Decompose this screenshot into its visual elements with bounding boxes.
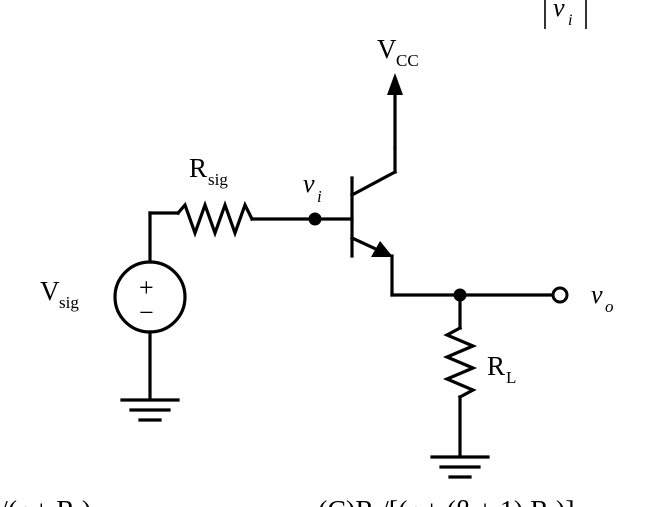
rl-label: R bbox=[487, 351, 505, 381]
vcc-supply: V CC bbox=[377, 34, 419, 150]
top-fragment-sub: i bbox=[568, 12, 572, 29]
vcc-label: V bbox=[377, 34, 397, 64]
vsig-plus: + bbox=[139, 273, 154, 302]
top-fragment: v i bbox=[544, 0, 587, 29]
rsig-resistor bbox=[175, 200, 255, 238]
input-branch: R sig v i bbox=[148, 153, 354, 264]
vsig-label-sub: sig bbox=[59, 293, 79, 312]
vsig-minus: − bbox=[139, 298, 154, 327]
vi-label: v bbox=[303, 169, 315, 198]
ground-right-icon bbox=[430, 455, 490, 479]
vi-label-sub: i bbox=[317, 187, 322, 206]
top-fragment-v: v bbox=[553, 0, 565, 22]
vcc-label-sub: CC bbox=[396, 51, 419, 70]
rl-resistor bbox=[442, 325, 478, 400]
vcc-arrow-icon bbox=[387, 73, 403, 95]
vsig-label: V bbox=[40, 276, 60, 306]
transistor-collector bbox=[349, 169, 398, 198]
output-terminal bbox=[551, 286, 569, 304]
output-branch: v o R L bbox=[390, 280, 614, 457]
emitter-arrow-icon bbox=[371, 241, 393, 257]
vsig-source: + − V sig bbox=[40, 260, 187, 400]
vo-label-sub: o bbox=[605, 297, 614, 316]
ground-left-icon bbox=[120, 398, 180, 422]
rl-label-sub: L bbox=[506, 368, 516, 387]
rsig-label: R bbox=[189, 153, 207, 183]
npn-transistor bbox=[349, 146, 398, 297]
vo-label: v bbox=[591, 280, 603, 309]
option-fragment-left: /(r + R ) bbox=[0, 496, 91, 507]
option-fragment-right: (C)R /[(r + (β + 1) R )] bbox=[318, 496, 575, 507]
rsig-label-sub: sig bbox=[208, 170, 228, 189]
transistor-emitter bbox=[349, 235, 381, 253]
